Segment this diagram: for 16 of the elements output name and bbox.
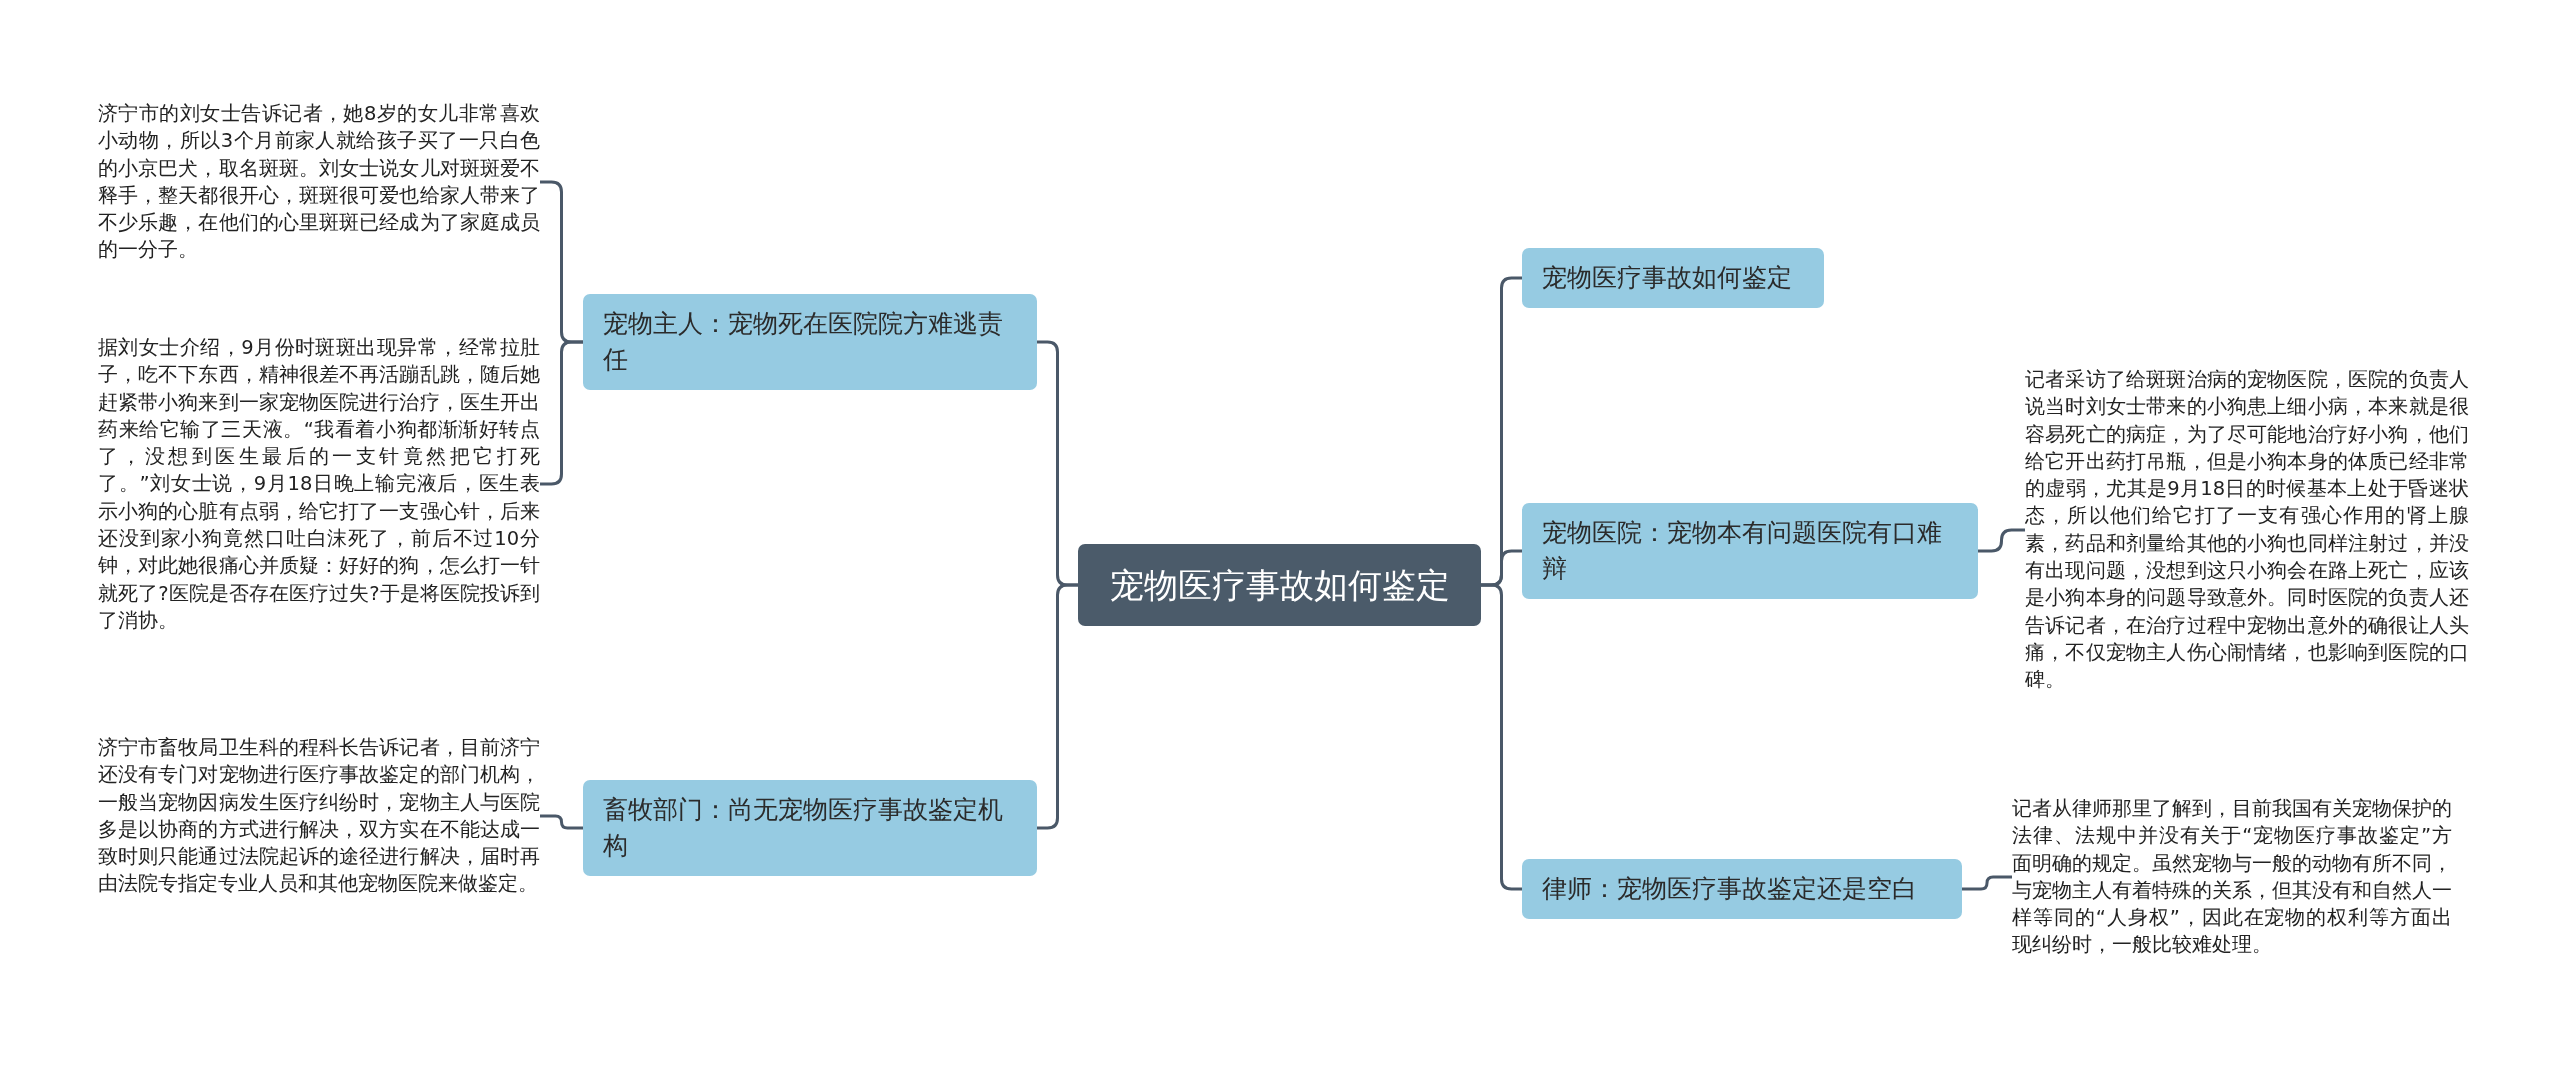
connector-line [540,814,583,830]
topic-box: 律师：宠物医疗事故鉴定还是空白 [1522,859,1962,919]
note-text: 济宁市畜牧局卫生科的程科长告诉记者，目前济宁还没有专门对宠物进行医疗事故鉴定的部门机构，一般当宠物因病发生医疗纠纷时，宠物主人与医院多是以协商的方式进行解决，双方实在不能达成一致时则只能通过法院起诉的途径进行解决，届时再由法院专指定专业人员和其他宠物医院来做鉴定。 [98,734,540,898]
topic-box: 畜牧部门：尚无宠物医疗事故鉴定机构 [583,780,1037,876]
topic-box: 宠物医院：宠物本有问题医院有口难辩 [1522,503,1978,599]
connector-line [1037,583,1078,830]
note-text: 济宁市的刘女士告诉记者，她8岁的女儿非常喜欢小动物，所以3个月前家人就给孩子买了一只白色的小京巴犬，取名斑斑。刘女士说女儿对斑斑爱不释手，整天都很开心，斑斑很可爱也给家人带来了不少乐趣，在他们的心里斑斑已经成为了家庭成员的一分子。 [98,100,540,264]
topic-box: 宠物主人：宠物死在医院院方难逃责任 [583,294,1037,390]
central-topic: 宠物医疗事故如何鉴定 [1078,544,1481,626]
connector-line [1962,875,2012,891]
note-text: 记者从律师那里了解到，目前我国有关宠物保护的法律、法规中并没有关于“宠物医疗事故鉴定”方面明确的规定。虽然宠物与一般的动物有所不同，与宠物主人有着特殊的关系，但其没有和自然人一样等同的“人身权”，因此在宠物的权利等方面出现纠纷时，一般比较难处理。 [2012,795,2452,959]
topic-box: 宠物医疗事故如何鉴定 [1522,248,1824,308]
connector-line [1978,528,2025,553]
connector-line [1481,583,1522,891]
note-text: 据刘女士介绍，9月份时斑斑出现异常，经常拉肚子，吃不下东西，精神很差不再活蹦乱跳，随后她赶紧带小狗来到一家宠物医院进行治疗，医生开出药来给它输了三天液。“我看着小狗都渐渐好转点了，没想到医生最后的一支针竟然把它打死了。”刘女士说，9月18日晚上输完液后，医生表示小狗的心脏有点弱，给它打了一支强心针，后来还没到家小狗竟然口吐白沫死了，前后不过10分钟，对此她很痛心并质疑：好好的狗，怎么打一针就死了?医院是否存在医疗过失?于是将医院投诉到了消协。 [98,334,540,635]
note-text: 记者采访了给斑斑治病的宠物医院，医院的负责人说当时刘女士带来的小狗患上细小病，本来就是很容易死亡的病症，为了尽可能地治疗好小狗，他们给它开出药打吊瓶，但是小狗本身的体质已经非常的虚弱，尤其是9月18日的时候基本上处于昏迷状态，所以他们给它打了一支有强心作用的肾上腺素，药品和剂量给其他的小狗也同样注射过，并没有出现问题，没想到这只小狗会在路上死亡，应该是小狗本身的问题导致意外。同时医院的负责人还告诉记者，在治疗过程中宠物出意外的确很让人头痛，不仅宠物主人伤心闹情绪，也影响到医院的口碑。 [2025,366,2469,694]
